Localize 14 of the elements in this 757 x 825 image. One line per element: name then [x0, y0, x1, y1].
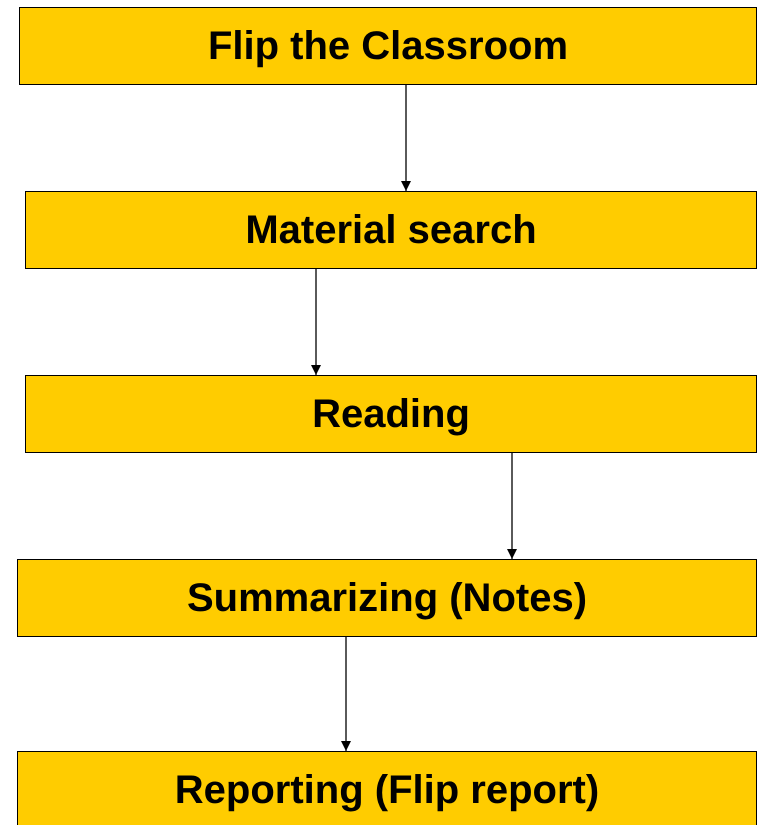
process-box [25, 191, 757, 269]
step-label: Summarizing (Notes) [186, 576, 588, 620]
arrow [507, 453, 517, 559]
process-box [25, 375, 757, 453]
process-box [17, 751, 757, 825]
arrow [341, 637, 351, 751]
process-box [17, 559, 757, 637]
process-box [19, 7, 757, 85]
arrow [401, 85, 411, 191]
step-label: Flip the Classroom [208, 24, 568, 68]
arrow [311, 269, 321, 375]
step-label: Reporting (Flip report) [174, 768, 600, 812]
step-label: Reading [312, 392, 470, 436]
step-label: Material search [245, 208, 537, 252]
